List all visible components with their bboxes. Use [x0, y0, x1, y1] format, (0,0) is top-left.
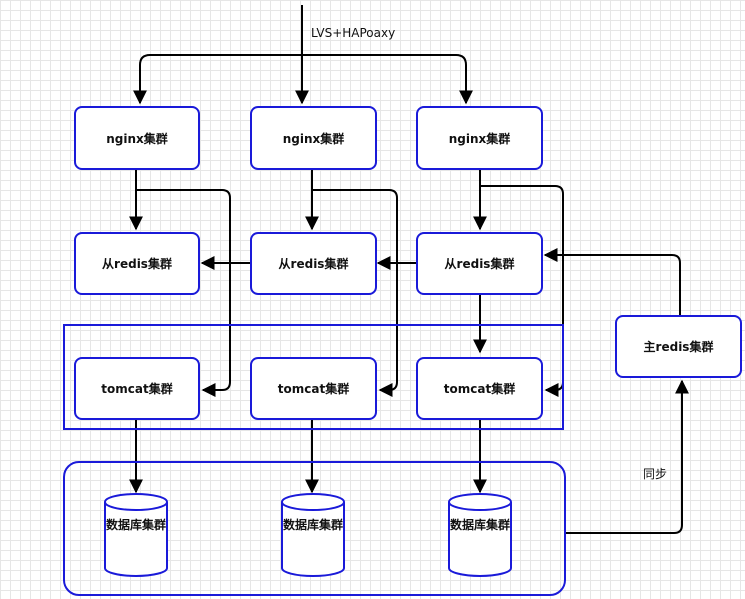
node-label: 主redis集群 [643, 340, 714, 354]
master-redis-cluster-node[interactable]: 主redis集群 [615, 315, 742, 378]
database-label-2: 数据库集群 [282, 518, 343, 532]
node-label: 从redis集群 [278, 257, 349, 271]
slave-redis-cluster-node-1[interactable]: 从redis集群 [74, 232, 200, 295]
node-label: tomcat集群 [101, 382, 173, 396]
node-label: nginx集群 [282, 131, 345, 146]
node-label: nginx集群 [448, 131, 511, 146]
node-label: nginx集群 [106, 131, 168, 146]
tomcat-cluster-node-1[interactable]: tomcat集群 [74, 357, 200, 420]
edge-db-to-master-redis-sync [566, 379, 689, 534]
database-label-1: 数据库集群 [105, 518, 166, 532]
sync-label: 同步 [643, 467, 668, 481]
node-label: tomcat集群 [277, 382, 350, 396]
nginx-cluster-node-2[interactable]: nginx集群 [250, 106, 377, 170]
edge-nginx-1-to-tomcat-1 [136, 189, 231, 397]
edge-nginx-2-to-tomcat-2 [312, 189, 398, 397]
database-label-3: 数据库集群 [449, 518, 510, 532]
nginx-cluster-node-1[interactable]: nginx集群 [74, 106, 200, 170]
nginx-cluster-node-3[interactable]: nginx集群 [416, 106, 543, 170]
slave-redis-cluster-node-3[interactable]: 从redis集群 [416, 232, 543, 295]
tomcat-group-frame [63, 324, 564, 430]
database-group-frame [63, 461, 566, 596]
edge-nginx-3-to-tomcat-3 [480, 185, 564, 397]
database-cylinder-2[interactable] [281, 493, 345, 577]
tomcat-cluster-node-2[interactable]: tomcat集群 [250, 357, 377, 420]
edge-entry-to-nginx-3 [302, 54, 473, 105]
node-label: 从redis集群 [444, 257, 515, 271]
database-cylinder-1[interactable] [104, 493, 168, 577]
entry-label: LVS+HAPoaxy [311, 26, 396, 40]
edge-master-redis-to-slave-redis-3 [543, 248, 681, 315]
node-label: tomcat集群 [443, 382, 516, 396]
slave-redis-cluster-node-2[interactable]: 从redis集群 [250, 232, 377, 295]
edge-entry-to-nginx-1 [133, 54, 302, 105]
node-label: 从redis集群 [102, 257, 172, 271]
tomcat-cluster-node-3[interactable]: tomcat集群 [416, 357, 543, 420]
database-cylinder-3[interactable] [448, 493, 512, 577]
